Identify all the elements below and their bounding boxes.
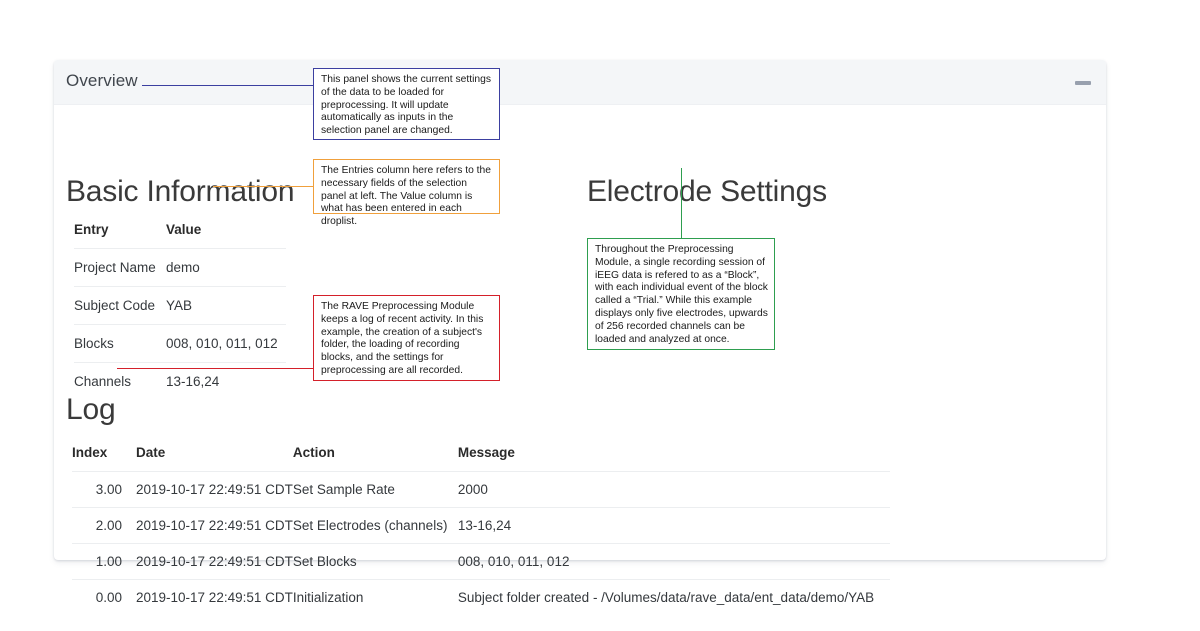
table-row: Subject Code YAB	[74, 286, 286, 325]
heading-basic-information: Basic Information	[66, 175, 295, 208]
cell-message: 13-16,24	[457, 507, 890, 544]
table-row: Channels 13-16,24	[74, 363, 286, 401]
cell-date: 2019-10-17 22:49:51 CDT	[136, 471, 293, 508]
table-row: Project Name demo	[74, 248, 286, 287]
cell-date: 2019-10-17 22:49:51 CDT	[136, 507, 293, 544]
annotation-entries: The Entries column here refers to the ne…	[313, 159, 500, 227]
cell-action: Set Electrodes (channels)	[292, 507, 458, 544]
table-header-row: Entry Value	[74, 222, 286, 249]
cell-value: 13-16,24	[166, 374, 220, 389]
minimize-dash-shape	[1075, 81, 1091, 85]
column-header-action: Action	[292, 445, 458, 472]
table-row: Blocks 008, 010, 011, 012	[74, 324, 286, 363]
cell-index: 1.00	[72, 543, 136, 580]
column-header-index: Index	[72, 445, 136, 472]
annotation-electrode: Throughout the Preprocessing Module, a s…	[587, 238, 775, 350]
cell-date: 2019-10-17 22:49:51 CDT	[136, 543, 293, 580]
cell-value: demo	[166, 248, 286, 287]
leader-line-log	[117, 368, 314, 369]
cell-date: 2019-10-17 22:49:51 CDT	[136, 590, 293, 605]
column-header-value: Value	[166, 222, 286, 249]
cell-index: 3.00	[72, 471, 136, 508]
cell-index: 0.00	[95, 590, 122, 605]
cell-entry: Blocks	[74, 324, 166, 363]
basic-information-table: Entry Value Project Name demo Subject Co…	[74, 222, 286, 400]
cell-entry: Project Name	[74, 248, 166, 287]
cell-index: 2.00	[72, 507, 136, 544]
cell-action: Set Sample Rate	[292, 471, 458, 508]
overview-panel-card: Overview Basic Information Electrode Set…	[54, 60, 1106, 605]
cell-action: Set Blocks	[292, 543, 458, 580]
table-row: 3.00 2019-10-17 22:49:51 CDT Set Sample …	[72, 471, 890, 508]
heading-electrode-settings: Electrode Settings	[587, 175, 827, 208]
leader-line-entries	[213, 186, 314, 187]
minimize-icon[interactable]	[1074, 76, 1092, 90]
annotation-overview: This panel shows the current settings of…	[313, 68, 500, 140]
panel-header: Overview	[54, 60, 1106, 105]
cell-message: 008, 010, 011, 012	[457, 543, 890, 580]
table-row: 1.00 2019-10-17 22:49:51 CDT Set Blocks …	[72, 543, 890, 580]
column-header-entry: Entry	[74, 222, 166, 249]
table-header-row: Index Date Action Message	[72, 445, 890, 472]
log-table: Index Date Action Message 3.00 2019-10-1…	[72, 445, 890, 615]
panel-body: Basic Information Electrode Settings Log…	[54, 105, 1106, 605]
table-row: 2.00 2019-10-17 22:49:51 CDT Set Electro…	[72, 507, 890, 544]
cell-value: YAB	[166, 286, 286, 325]
page-title: Overview	[66, 71, 138, 90]
table-row: 0.00 2019-10-17 22:49:51 CDT Initializat…	[72, 580, 890, 616]
cell-message: Subject folder created - /Volumes/data/r…	[457, 590, 875, 605]
leader-line-electrode	[681, 168, 682, 239]
annotation-log: The RAVE Preprocessing Module keeps a lo…	[313, 295, 500, 381]
column-header-message: Message	[457, 445, 890, 472]
heading-log: Log	[66, 393, 116, 426]
cell-entry: Channels	[74, 374, 132, 389]
leader-line-overview	[142, 85, 314, 86]
cell-message: 2000	[457, 471, 890, 508]
cell-entry: Subject Code	[74, 286, 166, 325]
cell-action: Initialization	[292, 590, 364, 605]
cell-value: 008, 010, 011, 012	[166, 324, 286, 363]
column-header-date: Date	[136, 445, 293, 472]
